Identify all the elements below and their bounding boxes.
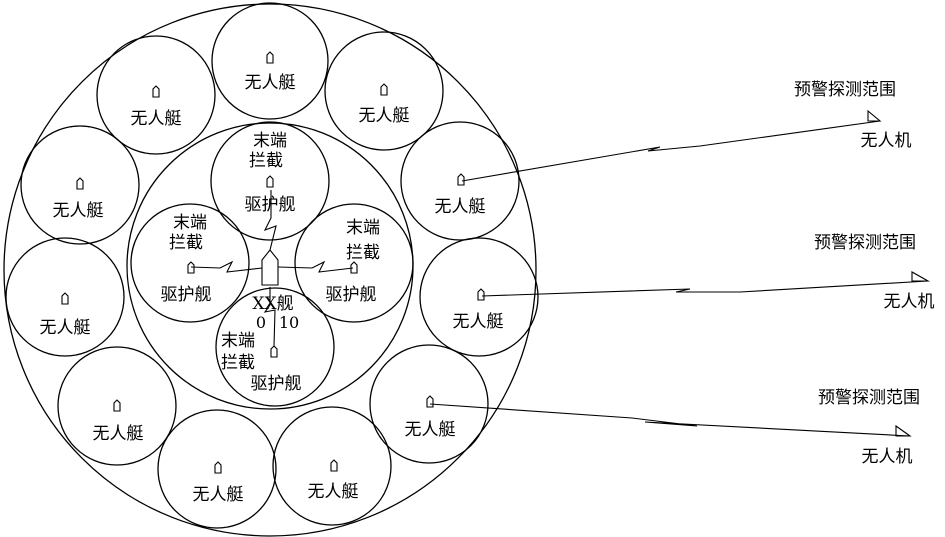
intercept-line1: 末端 (346, 218, 380, 238)
outer-formation-ring (3, 3, 537, 537)
intercept-line2: 拦截 (169, 233, 203, 253)
warning-label: 预警探测范围 (814, 233, 916, 253)
boat-right-upper: 无人艇 (400, 121, 520, 241)
boat-label: 无人艇 (405, 420, 456, 440)
datalink-left-escort (190, 260, 263, 273)
boat-left-middle: 无人艇 (5, 237, 125, 357)
intercept-line1: 末端 (173, 213, 207, 233)
boat-bottom-right: 无人艇 (272, 406, 392, 526)
escort-top: 末端 拦截 驱护舰 (210, 121, 330, 241)
main-ship-mark-right: 10 (279, 313, 299, 332)
intercept-line2: 拦截 (221, 353, 255, 373)
escort-right: 末端 拦截 驱护舰 (294, 203, 414, 323)
boat-label: 无人艇 (245, 73, 296, 93)
warning-link-upper (461, 120, 881, 182)
warning-group-upper: 预警探测范围 无人机 (461, 80, 912, 182)
uav-flag (895, 424, 912, 437)
escort-label: 驱护舰 (161, 285, 212, 305)
datalink-right-escort (277, 260, 354, 273)
boat-label: 无人艇 (53, 201, 104, 221)
uav-label: 无人机 (862, 447, 913, 467)
boat-bottom-left: 无人艇 (157, 409, 277, 529)
escort-bottom: 末端 拦截 驱护舰 (215, 287, 335, 407)
boat-label: 无人艇 (40, 318, 91, 338)
intercept-line2: 拦截 (249, 151, 283, 171)
uav-label: 无人机 (884, 292, 935, 312)
intercept-line1: 末端 (253, 131, 287, 151)
escort-label: 驱护舰 (251, 374, 302, 394)
main-ship: XX舰 0 10 (252, 249, 299, 332)
boat-label: 无人艇 (359, 106, 410, 126)
warning-label: 预警探测范围 (818, 388, 920, 408)
boat-label: 无人艇 (453, 312, 504, 332)
boat-label: 无人艇 (193, 485, 244, 505)
escort-label: 驱护舰 (326, 285, 377, 305)
main-ship-mark-left: 0 (256, 313, 266, 332)
boat-top-right: 无人艇 (324, 31, 444, 151)
boat-right-middle: 无人艇 (419, 237, 539, 357)
main-ship-icon (261, 249, 279, 286)
boat-left-lower: 无人艇 (57, 346, 177, 466)
boat-label: 无人艇 (131, 109, 182, 129)
warning-link-lower (429, 403, 911, 437)
boat-label: 无人艇 (308, 482, 359, 502)
boat-label: 无人艇 (435, 197, 486, 217)
boat-label: 无人艇 (93, 424, 144, 444)
warning-group-lower: 预警探测范围 无人机 (429, 388, 920, 467)
boat-top-left: 无人艇 (96, 35, 216, 155)
uav-label: 无人机 (861, 131, 912, 151)
intercept-line1: 末端 (221, 331, 255, 351)
warning-label: 预警探测范围 (794, 80, 896, 100)
datalink-top-escort (263, 190, 277, 251)
uav-flag (867, 109, 882, 122)
intercept-line2: 拦截 (346, 243, 380, 263)
boat-right-lower: 无人艇 (369, 344, 489, 464)
escort-left: 末端 拦截 驱护舰 (130, 203, 250, 323)
uav-flag (911, 271, 931, 282)
escort-label: 驱护舰 (245, 195, 296, 215)
warning-link-middle (481, 280, 929, 297)
datalink-bottom-escort (263, 287, 276, 347)
warning-group-middle: 预警探测范围 无人机 (481, 233, 935, 312)
boat-top: 无人艇 (211, 2, 329, 120)
boat-left-upper: 无人艇 (20, 125, 140, 245)
main-ship-label: XX舰 (252, 294, 293, 314)
